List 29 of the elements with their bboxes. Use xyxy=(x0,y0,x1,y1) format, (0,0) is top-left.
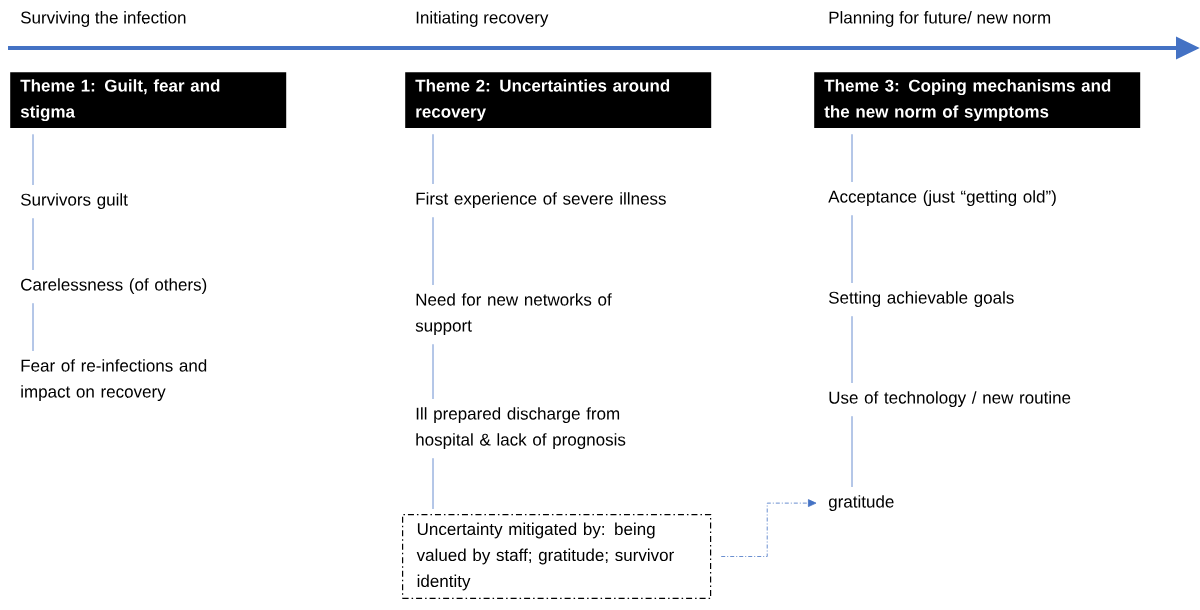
theme-box: Theme 3: Coping mechanisms and the new norm of symptoms xyxy=(814,72,1141,129)
text-item: Ill prepared discharge from hospital & lack of prognosis xyxy=(416,407,626,450)
phase-label: Planning for future/ new norm xyxy=(829,11,1051,27)
theme-box: Theme 1: Guilt, fear and stigma xyxy=(10,72,287,129)
text-item: gratitude xyxy=(828,495,894,512)
theme-box: Theme 2: Uncertainties around recovery xyxy=(405,72,712,129)
connector xyxy=(432,343,434,400)
text-item: Acceptance (just “getting old”) xyxy=(828,190,1056,207)
connector xyxy=(851,415,853,488)
connector xyxy=(851,315,853,384)
connector xyxy=(851,214,853,284)
text-item: Carelessness (of others) xyxy=(21,278,207,294)
connector xyxy=(720,499,817,557)
phase-label: Initiating recovery xyxy=(416,11,549,27)
note-box: Uncertainty mitigated by: being valued by staff; gratitude; survivor identity xyxy=(402,514,712,600)
text-item: First experience of severe illness xyxy=(416,192,666,209)
phase-label: Surviving the infection xyxy=(21,11,186,27)
text-item: Fear of re-infections and impact on recovery xyxy=(21,359,207,402)
text-item: Setting achievable goals xyxy=(828,291,1014,308)
connector xyxy=(432,457,434,510)
connector xyxy=(432,133,434,185)
text-item: Need for new networks of support xyxy=(415,293,612,336)
text-item: Survivors guilt xyxy=(21,193,128,210)
connector xyxy=(32,217,34,271)
connector xyxy=(851,133,853,183)
connector xyxy=(32,133,34,186)
connector xyxy=(32,302,34,352)
connector xyxy=(432,216,434,286)
text-item: Use of technology / new routine xyxy=(829,391,1071,408)
